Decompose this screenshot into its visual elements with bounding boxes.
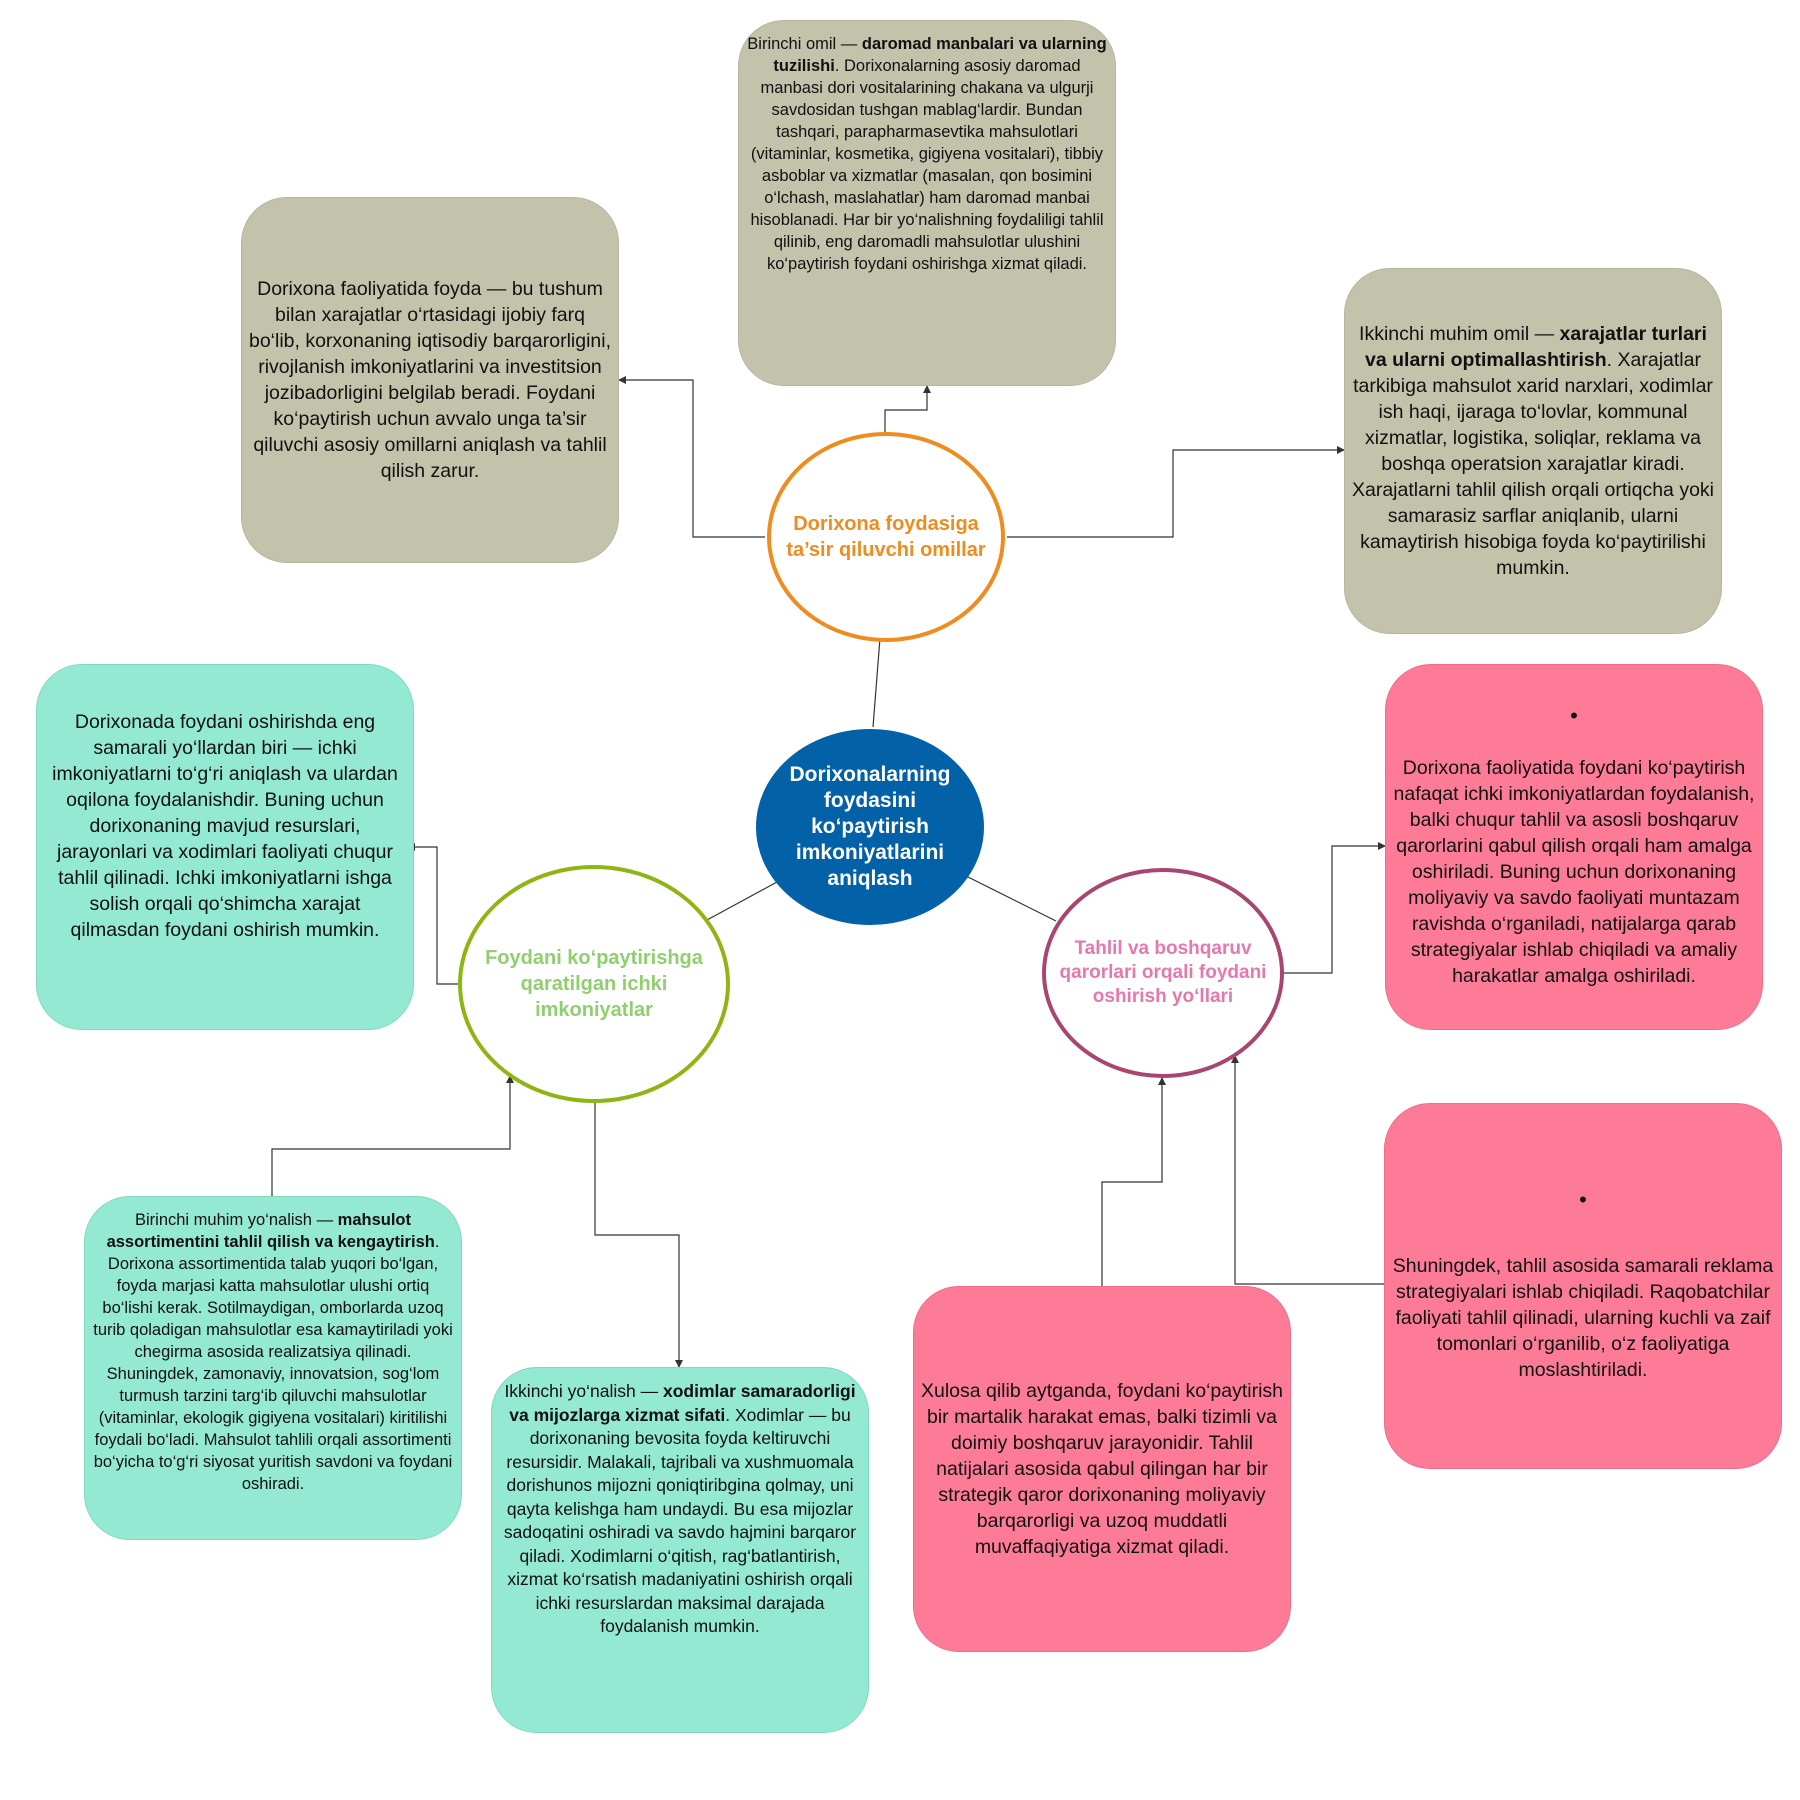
analysis-intro-text: Dorixona faoliyatida foydani ko‘paytiris… bbox=[1393, 757, 1755, 987]
analysis-marketing-text: Shuningdek, tahlil asosida samarali rekl… bbox=[1392, 1255, 1774, 1381]
factor-two-box: Ikkinchi muhim omil — xarajatlar turlari… bbox=[1344, 268, 1722, 634]
arrow-factors-intro bbox=[618, 376, 765, 538]
arrow-factors-second bbox=[1007, 446, 1345, 538]
internal-node: Foydani ko‘paytirishga qaratilgan ichki … bbox=[458, 865, 730, 1103]
arrow-internal-intro bbox=[407, 843, 458, 985]
factor-one-text: Birinchi omil — daromad manbalari va ula… bbox=[747, 35, 1107, 273]
link-center-factors bbox=[872, 637, 881, 728]
factors-intro-box: Dorixona faoliyatida foyda — bu tushum b… bbox=[241, 197, 619, 563]
arrow-analysis-marketing bbox=[1231, 1055, 1384, 1285]
internal-intro-text: Dorixonada foydani oshirishda eng samara… bbox=[52, 711, 398, 941]
internal-two-text: Ikkinchi yo‘nalish — xodimlar samaradorl… bbox=[503, 1381, 857, 1636]
factors-node: Dorixona foydasiga ta’sir qiluvchi omill… bbox=[767, 432, 1005, 642]
arrow-analysis-intro bbox=[1284, 842, 1386, 974]
analysis-conclusion-box: Xulosa qilib aytganda, foydani ko‘paytir… bbox=[913, 1286, 1291, 1652]
internal-two-box: Ikkinchi yo‘nalish — xodimlar samaradorl… bbox=[491, 1367, 869, 1733]
center-node: Dorixonalarning foydasini ko‘paytirish i… bbox=[756, 729, 984, 925]
factor-two-text: Ikkinchi muhim omil — xarajatlar turlari… bbox=[1351, 323, 1714, 579]
bullet-marker: • bbox=[1579, 1187, 1587, 1212]
arrow-internal-second bbox=[594, 1103, 683, 1368]
bullet-marker: • bbox=[1570, 703, 1578, 728]
arrow-analysis-conclusion bbox=[1101, 1077, 1166, 1286]
link-center-internal bbox=[706, 881, 778, 921]
internal-intro-box: Dorixonada foydani oshirishda eng samara… bbox=[36, 664, 414, 1030]
analysis-intro-box: • Dorixona faoliyatida foydani ko‘paytir… bbox=[1385, 664, 1763, 1030]
internal-one-box: Birinchi muhim yo‘nalish — mahsulot asso… bbox=[84, 1196, 462, 1540]
analysis-conclusion-text: Xulosa qilib aytganda, foydani ko‘paytir… bbox=[920, 1380, 1284, 1558]
analysis-marketing-box: • Shuningdek, tahlil asosida samarali re… bbox=[1384, 1103, 1782, 1469]
arrow-internal-first bbox=[271, 1075, 514, 1196]
analysis-node: Tahlil va boshqaruv qarorlari orqali foy… bbox=[1042, 868, 1284, 1078]
internal-one-text: Birinchi muhim yo‘nalish — mahsulot asso… bbox=[93, 1211, 453, 1493]
link-center-analysis bbox=[965, 875, 1057, 922]
factors-intro-text: Dorixona faoliyatida foyda — bu tushum b… bbox=[248, 278, 612, 482]
arrow-factors-first bbox=[884, 385, 931, 432]
factor-one-box: Birinchi omil — daromad manbalari va ula… bbox=[738, 20, 1116, 386]
